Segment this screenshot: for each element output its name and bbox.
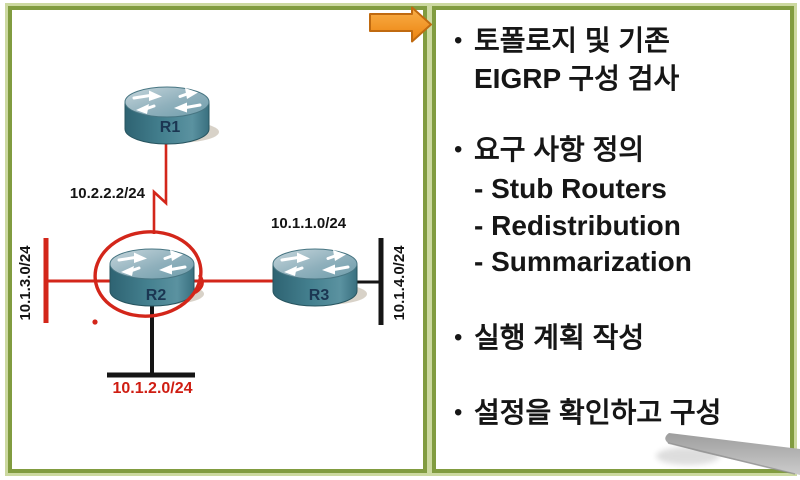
bullet-topology-line1: 토폴로지 및 기존 — [474, 25, 670, 56]
r2-r3-link-label: 10.1.1.0/24 — [271, 215, 347, 232]
subitem-stub-routers: - Stub Routers — [474, 173, 667, 204]
bullet-plan: • 실행 계획 작성 — [454, 319, 644, 357]
bullet-dot-icon: • — [454, 324, 463, 351]
subitem-summarization: - Summarization — [474, 246, 692, 277]
right-network-label: 10.1.4.0/24 — [391, 245, 408, 321]
bullet-dot-icon: • — [454, 136, 463, 163]
steps-panel: • 토폴로지 및 기존 EIGRP 구성 검사 • 요구 사항 정의 - Stu… — [432, 6, 794, 473]
bullet-plan-text: 실행 계획 작성 — [474, 322, 645, 353]
bottom-network-label: 10.1.2.0/24 — [112, 380, 193, 397]
left-network-label: 10.1.3.0/24 — [17, 245, 34, 321]
bullet-dot-icon: • — [454, 399, 463, 426]
bullet-requirements: • 요구 사항 정의 — [454, 131, 644, 169]
bullet-verify-text: 설정을 확인하고 구성 — [474, 397, 722, 428]
bullet-dot-icon: • — [454, 27, 463, 54]
topology-panel — [8, 6, 427, 473]
subitem-redistribution: - Redistribution — [474, 210, 681, 241]
bullet-verify: • 설정을 확인하고 구성 — [454, 394, 721, 432]
r1-r2-link-label: 10.2.2.2/24 — [69, 185, 145, 202]
bullet-topology-line2: EIGRP 구성 검사 — [474, 63, 680, 94]
bullet-topology: • 토폴로지 및 기존 EIGRP 구성 검사 — [454, 22, 679, 98]
bullet-requirements-text: 요구 사항 정의 — [474, 134, 645, 165]
